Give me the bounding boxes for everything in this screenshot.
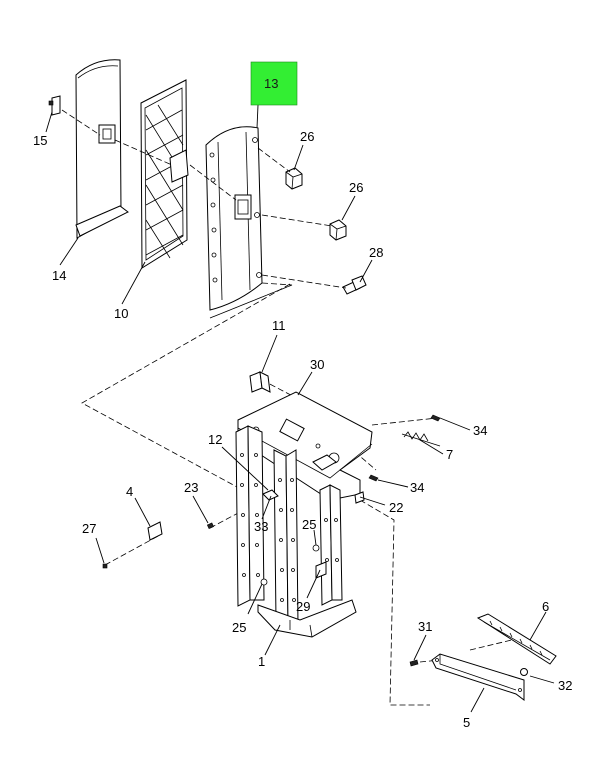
callout-28[interactable]: 28 [369,245,383,260]
callout-4[interactable]: 4 [126,484,133,499]
part-34-screw-lower [368,474,379,482]
callout-34-upper[interactable]: 34 [473,423,487,438]
callout-25-lower[interactable]: 25 [232,620,246,635]
callout-23[interactable]: 23 [184,480,198,495]
callout-33[interactable]: 33 [254,519,268,534]
part-14-cover-panel [75,59,129,239]
part-27-screw [102,563,108,569]
frame-holes [240,453,339,602]
part-33-block [262,489,279,501]
callout-27[interactable]: 27 [82,521,96,536]
callout-29[interactable]: 29 [296,599,310,614]
part-22-stud [354,491,365,504]
part-25-fastener-upper [312,544,320,552]
part-31-screw [409,659,419,667]
callout-1[interactable]: 1 [258,654,265,669]
part-32-nut [520,668,528,676]
callout-25-upper[interactable]: 25 [302,517,316,532]
callout-34-lower[interactable]: 34 [410,480,424,495]
part-26-clip-nut-lower [329,219,347,241]
callout-7[interactable]: 7 [446,447,453,462]
panel-13-mounting-holes [209,137,262,283]
callout-15[interactable]: 15 [33,133,47,148]
part-25-fastener-lower [260,578,268,586]
part-34-screw-upper [430,414,441,422]
part-10-diamond-panel [140,79,189,269]
callout-26-upper[interactable]: 26 [300,129,314,144]
assembly-lines-top [61,109,347,319]
callout-6[interactable]: 6 [542,599,549,614]
part-4-bracket [147,521,163,541]
callout-30[interactable]: 30 [310,357,324,372]
callout-13[interactable]: 13 [264,76,278,91]
part-7-spring [401,431,441,447]
callout-14[interactable]: 14 [52,268,66,283]
part-23-screw [206,522,214,530]
callout-22[interactable]: 22 [389,500,403,515]
part-11-bracket [249,371,271,393]
part-1-main-frame [235,391,373,638]
part-28-bolt [342,275,367,295]
assembly-lines-bottom [81,283,521,706]
callout-31[interactable]: 31 [418,619,432,634]
callout-32[interactable]: 32 [558,678,572,693]
part-5-long-bracket [431,653,525,701]
callout-11[interactable]: 11 [272,318,286,333]
callout-26-lower[interactable]: 26 [349,180,363,195]
leader-lines [45,104,555,713]
callout-5[interactable]: 5 [463,715,470,730]
callout-10[interactable]: 10 [114,306,128,321]
highlight-box-13 [250,61,298,106]
part-6-rail [476,613,557,665]
part-15-bracket [48,95,61,116]
part-13-back-panel [205,126,263,311]
callout-12[interactable]: 12 [208,432,222,447]
